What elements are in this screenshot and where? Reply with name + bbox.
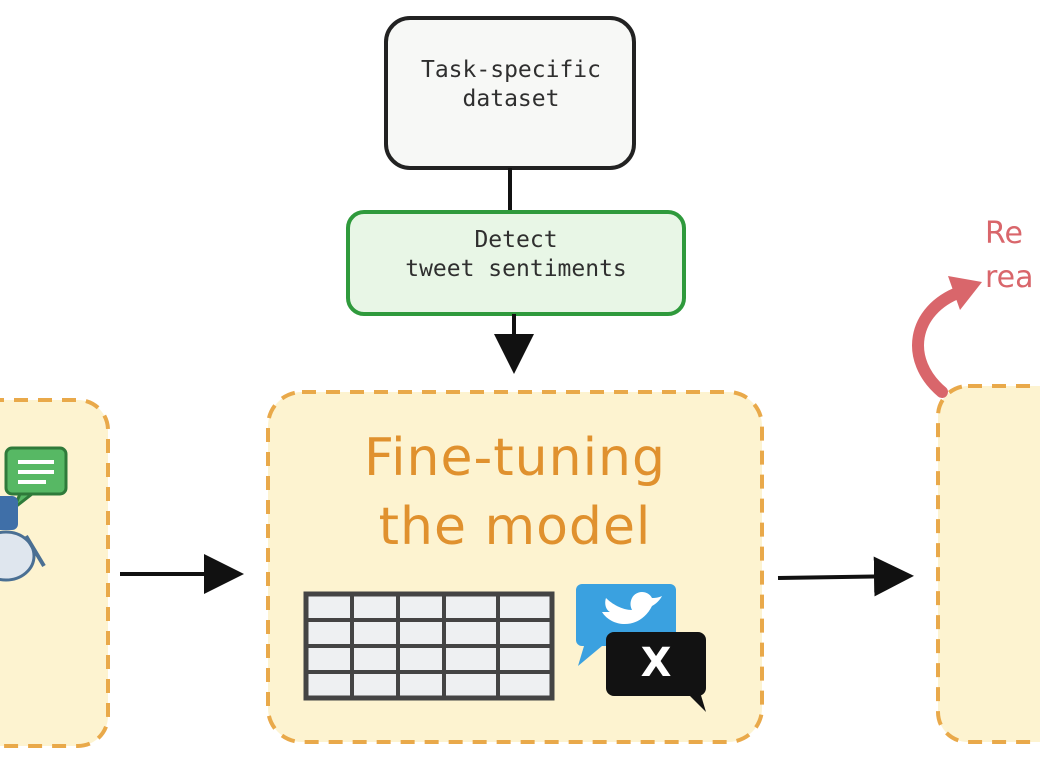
data-table-icon (303, 591, 555, 701)
right-stage-box (936, 384, 1040, 744)
robot-with-chat-bubble-icon (0, 446, 68, 582)
x-letter: X (640, 640, 672, 686)
finetune-to-right-arrow (777, 556, 914, 597)
curved-red-arrow (912, 276, 982, 398)
dataset-label: Task-specific dataset (420, 57, 601, 112)
finetune-title: Fine-tuning the model (363, 428, 666, 557)
x-logo-icon (606, 632, 706, 712)
right-annotation-label: Re rea (985, 216, 1034, 295)
twitter-bird-icon (576, 584, 676, 666)
task-label: Detect tweet sentiments (405, 227, 627, 282)
